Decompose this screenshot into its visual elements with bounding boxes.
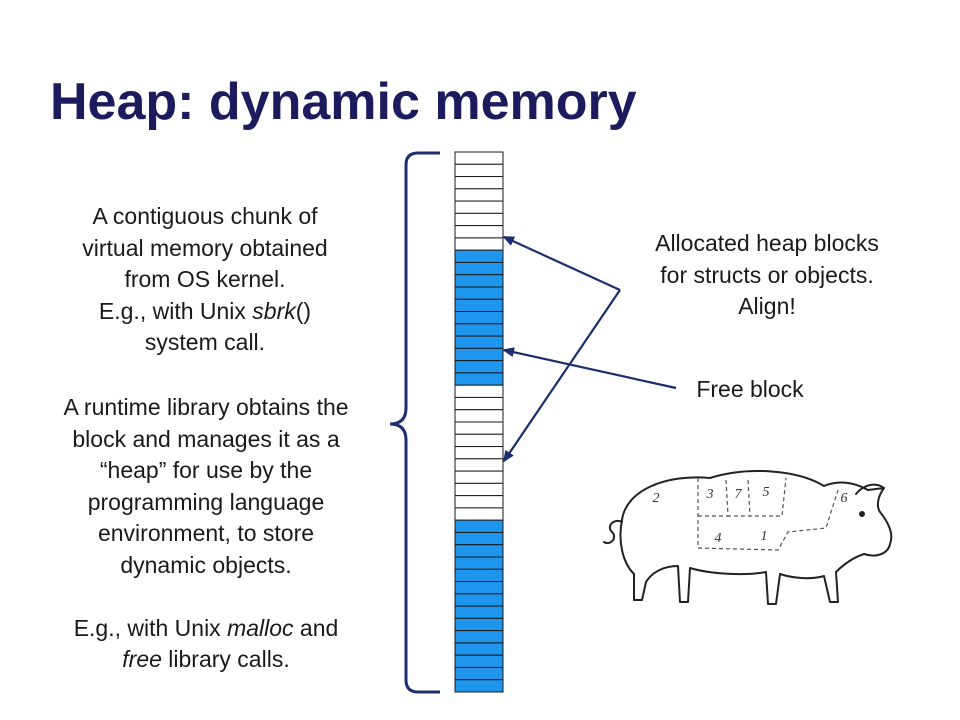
allocated-arrow-lower [502, 289, 621, 463]
free-block-arrow [502, 347, 677, 390]
text-line: virtual memory obtained [82, 234, 328, 261]
heap-bracket [389, 151, 440, 694]
text-line: E.g., with Unix malloc and [26, 613, 386, 645]
allocated-row [454, 666, 504, 681]
free-row [454, 470, 504, 484]
allocated-row [454, 372, 504, 386]
heap-chunk-description: A contiguous chunk of virtual memory obt… [40, 201, 370, 359]
text-line: A runtime library obtains the [63, 394, 349, 420]
allocated-row [454, 642, 504, 656]
free-row [454, 446, 504, 460]
free-row [454, 212, 504, 227]
allocated-row [454, 531, 504, 546]
pig-cut-label: 7 [735, 487, 743, 502]
pig-cut-line [725, 477, 787, 517]
text-run: library calls. [161, 646, 290, 672]
free-row [454, 495, 504, 509]
pig-cut-label: 6 [841, 491, 848, 506]
allocated-row [454, 311, 504, 325]
free-row [454, 200, 504, 214]
text-run: E.g., with Unix [73, 614, 228, 641]
text-line: from OS kernel. [124, 266, 286, 292]
free-row [454, 163, 504, 178]
text-line: Align! [738, 293, 796, 319]
text-line: system call. [144, 329, 266, 355]
free-row [454, 396, 504, 411]
free-row [454, 409, 504, 423]
allocated-row [454, 568, 504, 583]
pig-cut-label: 5 [763, 485, 770, 500]
text-line: environment, to store [97, 520, 315, 546]
allocated-row [454, 261, 504, 276]
pointer-arrows [502, 235, 677, 463]
allocated-row [454, 679, 504, 693]
text-line: A contiguous chunk of [92, 203, 318, 229]
text-run: E.g., with Unix [98, 297, 253, 324]
allocated-row [454, 544, 504, 558]
allocated-row [454, 274, 504, 288]
runtime-library-description: A runtime library obtains the block and … [26, 392, 386, 676]
malloc-term: malloc [227, 614, 294, 641]
pig-ear [855, 483, 885, 495]
free-row [454, 384, 504, 398]
pig-cut-label: 2 [653, 491, 660, 506]
pig-cut-line [697, 478, 839, 551]
sbrk-term: sbrk [252, 297, 296, 324]
memory-column [454, 151, 504, 693]
allocated-blocks-label: Allocated heap blocks for structs or obj… [612, 228, 922, 323]
free-row [454, 421, 504, 435]
allocated-row [454, 286, 504, 300]
allocated-row [454, 519, 504, 533]
allocated-row [454, 605, 504, 619]
pig-cuts-illustration: 2 3 7 5 6 4 1 [603, 470, 893, 605]
free-row [454, 433, 504, 448]
free-block-label: Free block [660, 374, 840, 406]
pig-cut-line [747, 479, 751, 517]
pig-cut-label: 3 [706, 487, 714, 502]
text-line: for structs or objects. [660, 261, 874, 288]
allocated-row [454, 556, 504, 570]
text-run: () [295, 297, 312, 324]
slide-title: Heap: dynamic memory [50, 73, 637, 131]
text-line: block and manages it as a [72, 425, 340, 452]
allocated-row [454, 581, 504, 595]
allocated-row [454, 298, 504, 313]
text-run: and [293, 614, 339, 641]
text-line: Allocated heap blocks [655, 230, 879, 256]
allocated-arrow-upper [502, 235, 621, 292]
allocated-row [454, 360, 504, 374]
free-row [454, 458, 504, 472]
text-line: Free block [696, 376, 804, 402]
allocated-row [454, 323, 504, 337]
allocated-row [454, 249, 504, 263]
allocated-row [454, 335, 504, 349]
text-line: “heap” for use by the [99, 457, 313, 483]
text-line: programming language [87, 488, 325, 515]
pig-cut-label: 1 [761, 529, 768, 544]
free-row [454, 225, 504, 239]
free-row [454, 482, 504, 497]
free-row [454, 151, 504, 165]
pig-body-outline [619, 470, 893, 605]
pig-tail [603, 520, 623, 544]
free-row [454, 507, 504, 521]
free-row [454, 176, 504, 190]
allocated-row [454, 593, 504, 607]
free-term: free [122, 646, 162, 672]
allocated-row [454, 630, 504, 644]
text-line: E.g., with Unix sbrk() [40, 296, 370, 328]
allocated-row [454, 654, 504, 668]
allocated-row [454, 347, 504, 362]
text-line: free library calls. [26, 644, 386, 676]
free-row [454, 237, 504, 251]
allocated-row [454, 617, 504, 632]
pig-cut-label: 4 [715, 531, 722, 546]
pig-eye [859, 511, 865, 517]
text-line: dynamic objects. [120, 551, 292, 578]
free-row [454, 188, 504, 202]
